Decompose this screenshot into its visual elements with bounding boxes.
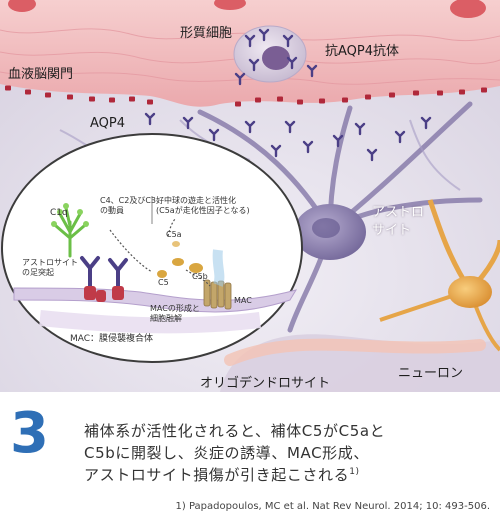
nmo-pathology-illustration [0,0,500,392]
label-anti-aqp4-antibody: 抗AQP4抗体 [325,44,400,59]
inset-label-mac-formation: MACの形成と 細胞融解 [150,304,200,323]
inset-mac-legend: MAC：膜侵襲複合体 [70,334,154,344]
step-number: 3 [10,401,49,466]
plasma-cell [233,25,307,83]
complement-inset [1,133,303,363]
inset-label-neutrophil: 好中球の遊走と活性化 (C5aが走化性因子となる) [156,196,250,215]
label-oligodendrocyte: オリゴデンドロサイト [200,376,331,391]
caption-line-1: 補体系が活性化されると、補体C5がC5aと [84,422,386,440]
caption-line-3: アストロサイト損傷が引き起こされる [84,466,350,484]
label-neuron: ニューロン [398,366,464,381]
inset-label-c5b: C5b [192,272,208,281]
inset-label-c5: C5 [158,278,169,287]
inset-label-mac: MAC [234,296,252,305]
inset-label-complement-mobilization: C4、C2及びC3 の動員 [100,196,157,215]
inset-label-c1q: C1q [50,208,68,218]
caption-area [0,392,500,526]
label-astrocyte: アストロ サイト [372,205,425,238]
label-plasma-cell: 形質細胞 [180,26,233,41]
caption-line-3-container: アストロサイト損傷が引き起こされる1) [84,464,360,485]
inset-label-astrocyte-foot: アストロサイト の足突起 [22,258,78,277]
caption-line-2: C5bに開裂し、炎症の誘導、MAC形成、 [84,444,369,462]
label-blood-brain-barrier: 血液脳関門 [8,67,74,82]
inset-label-c5a: C5a [166,230,182,239]
reference-citation: 1) Papadopoulos, MC et al. Nat Rev Neuro… [175,501,490,512]
caption-reference-mark: 1) [349,467,360,477]
label-aqp4: AQP4 [90,116,126,131]
